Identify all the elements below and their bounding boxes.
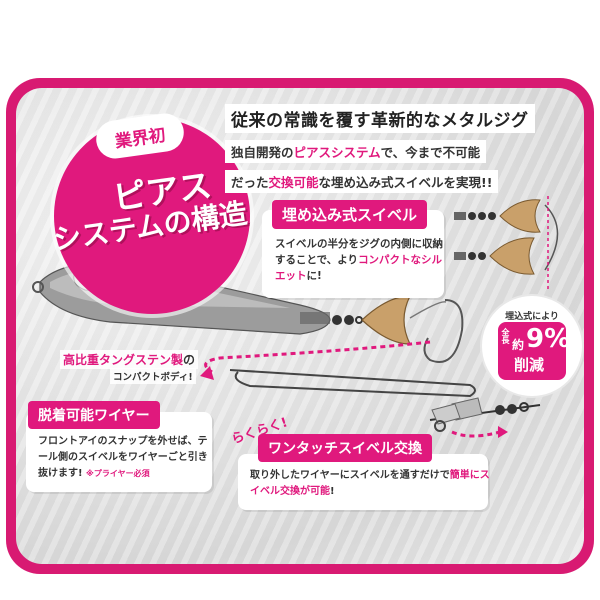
swivel-example-1 xyxy=(454,199,541,233)
wire-parts xyxy=(429,397,541,438)
intro-block: 従来の常識を覆す革新的なメタルジグ 独自開発のピアスシステムで、今まで不可能 だ… xyxy=(225,104,585,193)
wire-note: ※プライヤー必須 xyxy=(86,469,150,478)
body-label: 高比重タングステン製の xyxy=(60,350,199,369)
onetouch-description: 取り外したワイヤーにスイベルを通すだけで簡単にスイベル交換が可能! xyxy=(250,470,490,497)
swivel-example-2 xyxy=(454,237,535,275)
wire-description: フロントアイのスナップを外せば、テール側のスイベルをワイヤーごと引き抜けます! … xyxy=(38,436,208,479)
onetouch-card xyxy=(238,454,488,510)
reduction-box xyxy=(498,322,566,380)
intro-line-2: だった交換可能な埋め込み式スイベルを実現!! xyxy=(225,170,499,193)
blade xyxy=(361,295,411,345)
wire-title: 脱着可能ワイヤー xyxy=(28,401,160,429)
reduction-down: 削減 xyxy=(514,356,545,374)
reduction-caption: 埋込式により xyxy=(505,312,559,322)
reduction-percent: 9% xyxy=(526,324,571,354)
intro-headline: 従来の常識を覆す革新的なメタルジグ xyxy=(225,104,535,133)
reduction-label: 全長 xyxy=(501,328,510,344)
reduction-approx: 約 xyxy=(512,338,525,352)
body-sublabel: コンパクトボディ! xyxy=(110,368,196,384)
hook xyxy=(423,299,464,363)
onetouch-title: ワンタッチスイベル交換 xyxy=(258,434,432,462)
swivel-title: 埋め込み式スイベル xyxy=(272,200,428,229)
wire xyxy=(229,369,476,398)
swivel-description: スイベルの半分をジグの内側に収納することで、よりコンパクトなシルエットに! xyxy=(275,238,443,282)
intro-line-1: 独自開発のピアスシステムで、今まで不可能 xyxy=(225,140,487,163)
